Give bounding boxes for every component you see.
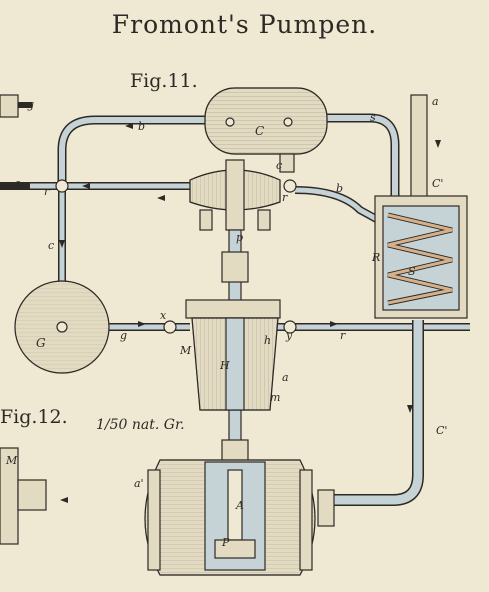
label-a-pump: A <box>236 499 244 512</box>
upper-valve-body <box>55 159 297 231</box>
label-c-top: c <box>276 159 283 172</box>
label-m-small: m <box>270 391 281 404</box>
label-b-top: b <box>138 120 146 133</box>
label-a-small: a <box>282 371 289 384</box>
label-g-tank: G <box>36 336 46 350</box>
label-g-top: g <box>27 98 35 111</box>
scale-label: 1/50 nat. Gr. <box>96 417 185 433</box>
label-b-right: b <box>336 182 344 195</box>
label-s-pipe: s <box>370 111 376 124</box>
pipe-a <box>410 94 428 201</box>
tank-g <box>14 280 110 374</box>
label-c-prime: C' <box>432 177 444 190</box>
vessel-c <box>204 87 328 173</box>
label-p-piston: P <box>222 536 230 549</box>
label-h-lower: h <box>264 334 272 347</box>
label-y: y <box>286 329 293 342</box>
label-p-rod: p <box>236 231 244 244</box>
label-r-condenser: R <box>372 251 381 264</box>
label-c: C <box>255 124 265 138</box>
label-r-mid: r <box>282 191 288 204</box>
fig11-label: Fig.11. <box>130 70 198 92</box>
pump-body-a <box>144 439 335 576</box>
label-a-left: a <box>14 177 21 190</box>
plate-title: Fromont's Pumpen. <box>111 10 378 39</box>
label-g-pipe: g <box>120 329 128 342</box>
flow-arrows <box>59 123 441 503</box>
label-m-fig12: M <box>6 454 18 467</box>
label-m: M <box>180 344 192 357</box>
label-r-right: r <box>340 329 346 342</box>
label-r-left: r <box>44 185 50 198</box>
fig12-fragment <box>0 94 47 545</box>
label-a-top: a <box>432 95 439 108</box>
label-s: S <box>408 265 416 278</box>
label-x: x <box>160 309 167 322</box>
label-h-upper: H <box>220 359 230 372</box>
condenser-r <box>374 195 468 319</box>
pipe-b-upper <box>57 115 207 182</box>
label-a-prime: a' <box>134 477 144 490</box>
label-c-left: c <box>48 239 55 252</box>
pipe-c-prime <box>330 320 424 506</box>
fig12-label: Fig.12. <box>0 406 68 428</box>
cylinder-m <box>163 299 297 411</box>
label-c-prime-lower: C' <box>436 424 448 437</box>
